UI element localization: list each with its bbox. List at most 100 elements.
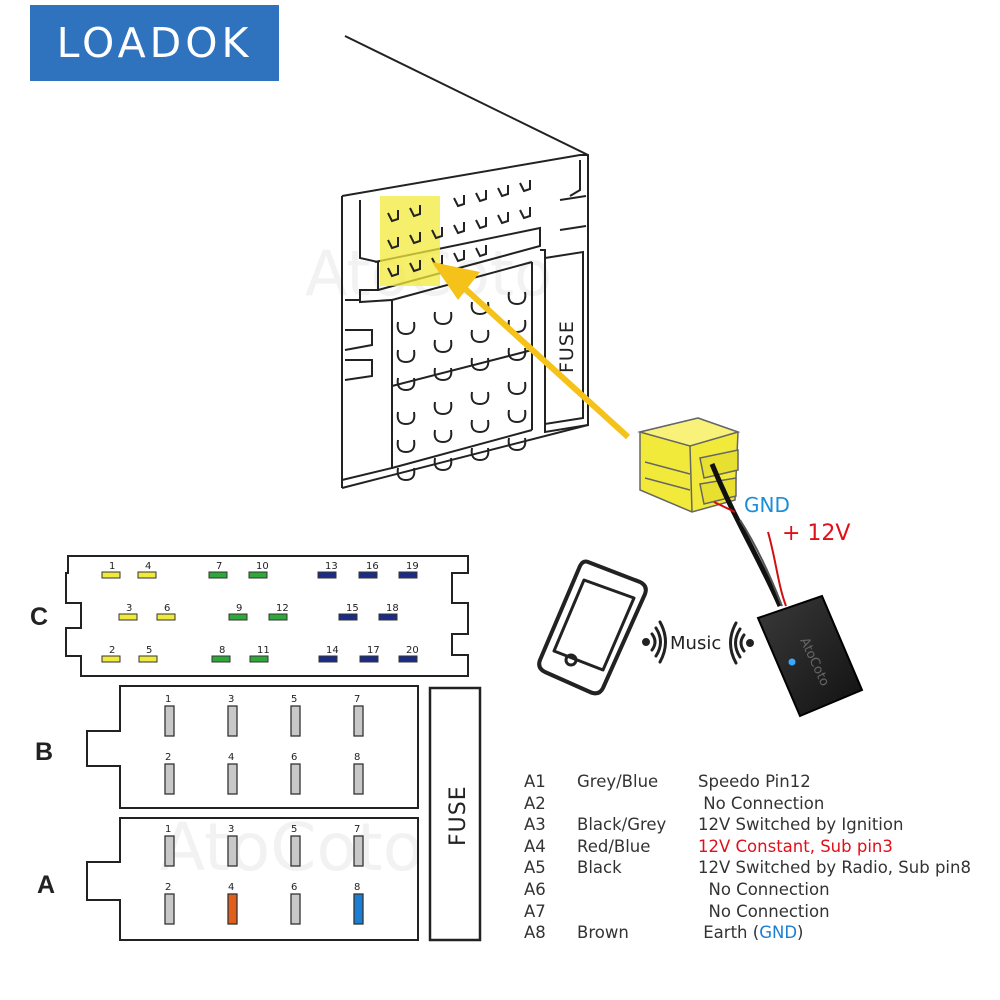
- socket-contact: [453, 222, 465, 235]
- pin-a-3: [227, 835, 238, 867]
- pin-c-18: [378, 613, 398, 621]
- connector-a-outline: [86, 817, 419, 941]
- pin-c-19: [398, 571, 418, 579]
- pin-c-12: [268, 613, 288, 621]
- socket-contact: [475, 190, 487, 203]
- socket-contact: [396, 321, 416, 336]
- pin-a-number: 3: [228, 824, 234, 835]
- socket-contact: [470, 329, 490, 344]
- pin-b-number: 5: [291, 694, 297, 705]
- pin-a-8: [353, 893, 364, 925]
- pin-c-11: [249, 655, 269, 663]
- wire-color: Black: [577, 858, 622, 878]
- wave-out-icon: [642, 620, 667, 664]
- wire-color: Grey/Blue: [577, 772, 659, 791]
- fuse-label-top: FUSE: [556, 320, 578, 373]
- fuse-box: [428, 686, 482, 942]
- connector-b-label: B: [35, 738, 53, 766]
- socket-contact: [475, 245, 487, 258]
- pin-c-number: 9: [236, 603, 242, 614]
- pin-c-number: 17: [367, 645, 380, 656]
- pin-c-7: [208, 571, 228, 579]
- socket-contact: [387, 265, 399, 278]
- pin-a-1: [164, 835, 175, 867]
- socket-contact: [470, 419, 490, 434]
- pin-a-2: [164, 893, 175, 925]
- plus12v-label: + 12V: [782, 521, 850, 546]
- socket-contact: [470, 447, 490, 462]
- pin-description: No Connection: [698, 879, 830, 899]
- pin-a-number: 1: [165, 824, 171, 835]
- pin-c-number: 18: [386, 603, 399, 614]
- pin-b-4: [227, 763, 238, 795]
- pin-c-2: [101, 655, 121, 663]
- phone-icon: [537, 559, 648, 696]
- connector-b-outline: [86, 685, 419, 809]
- pin-c-10: [248, 571, 268, 579]
- pin-c-13: [317, 571, 337, 579]
- pin-b-number: 3: [228, 694, 234, 705]
- socket-contact: [507, 381, 527, 396]
- socket-contact: [497, 185, 509, 198]
- pin-id: A4: [524, 836, 546, 856]
- pin-b-5: [290, 705, 301, 737]
- pin-b-number: 2: [165, 752, 171, 763]
- pin-c-number: 10: [256, 561, 269, 572]
- pin-c-4: [137, 571, 157, 579]
- pin-c-number: 1: [109, 561, 115, 572]
- pin-c-number: 20: [406, 645, 419, 656]
- pin-c-14: [318, 655, 338, 663]
- gnd-label: GND: [744, 493, 790, 517]
- pin-b-7: [353, 705, 364, 737]
- socket-contact: [433, 367, 453, 382]
- pin-b-2: [164, 763, 175, 795]
- pin-b-number: 4: [228, 752, 234, 763]
- wave-in-icon: [729, 621, 754, 665]
- logo-badge: LOADOK: [30, 5, 279, 81]
- fuse-label-side: FUSE: [446, 785, 471, 846]
- pin-b-3: [227, 705, 238, 737]
- pin-c-20: [398, 655, 418, 663]
- pin-c-1: [101, 571, 121, 579]
- pin-c-number: 5: [146, 645, 152, 656]
- pin-c-9: [228, 613, 248, 621]
- socket-contact: [396, 439, 416, 454]
- pin-a-7: [353, 835, 364, 867]
- pin-description: No Connection: [698, 901, 830, 921]
- pin-b-8: [353, 763, 364, 795]
- pin-b-number: 7: [354, 694, 360, 705]
- pin-c-number: 2: [109, 645, 115, 656]
- pin-b-1: [164, 705, 175, 737]
- wire-color: Brown: [577, 923, 629, 943]
- pin-a-6: [290, 893, 301, 925]
- pin-b-6: [290, 763, 301, 795]
- pin-a-number: 8: [354, 882, 360, 893]
- socket-contact: [433, 429, 453, 444]
- pin-c-16: [358, 571, 378, 579]
- socket-contact: [475, 217, 487, 230]
- socket-contact: [470, 357, 490, 372]
- pin-c-17: [359, 655, 379, 663]
- pin-c-number: 19: [406, 561, 419, 572]
- pin-description: 12V Switched by Radio, Sub pin8: [698, 858, 971, 878]
- pin-c-number: 4: [145, 561, 151, 572]
- pin-id: A5: [524, 858, 546, 878]
- socket-contact: [470, 391, 490, 406]
- wire-color: Red/Blue: [577, 836, 651, 856]
- pin-c-number: 16: [366, 561, 379, 572]
- arrow-icon: [432, 262, 631, 440]
- socket-contact: [497, 212, 509, 225]
- pin-c-5: [138, 655, 158, 663]
- socket-contact: [507, 347, 527, 362]
- pin-c-number: 14: [326, 645, 339, 656]
- pin-id: A6: [524, 879, 546, 899]
- pin-id: A3: [524, 815, 546, 835]
- logo-text: LOADOK: [56, 19, 253, 67]
- pin-b-number: 1: [165, 694, 171, 705]
- pin-a-number: 4: [228, 882, 234, 893]
- pin-id: A7: [524, 901, 546, 921]
- pin-c-number: 12: [276, 603, 289, 614]
- socket-contact: [431, 227, 443, 240]
- pin-b-number: 8: [354, 752, 360, 763]
- pin-description: 12V Constant, Sub pin3: [698, 836, 893, 856]
